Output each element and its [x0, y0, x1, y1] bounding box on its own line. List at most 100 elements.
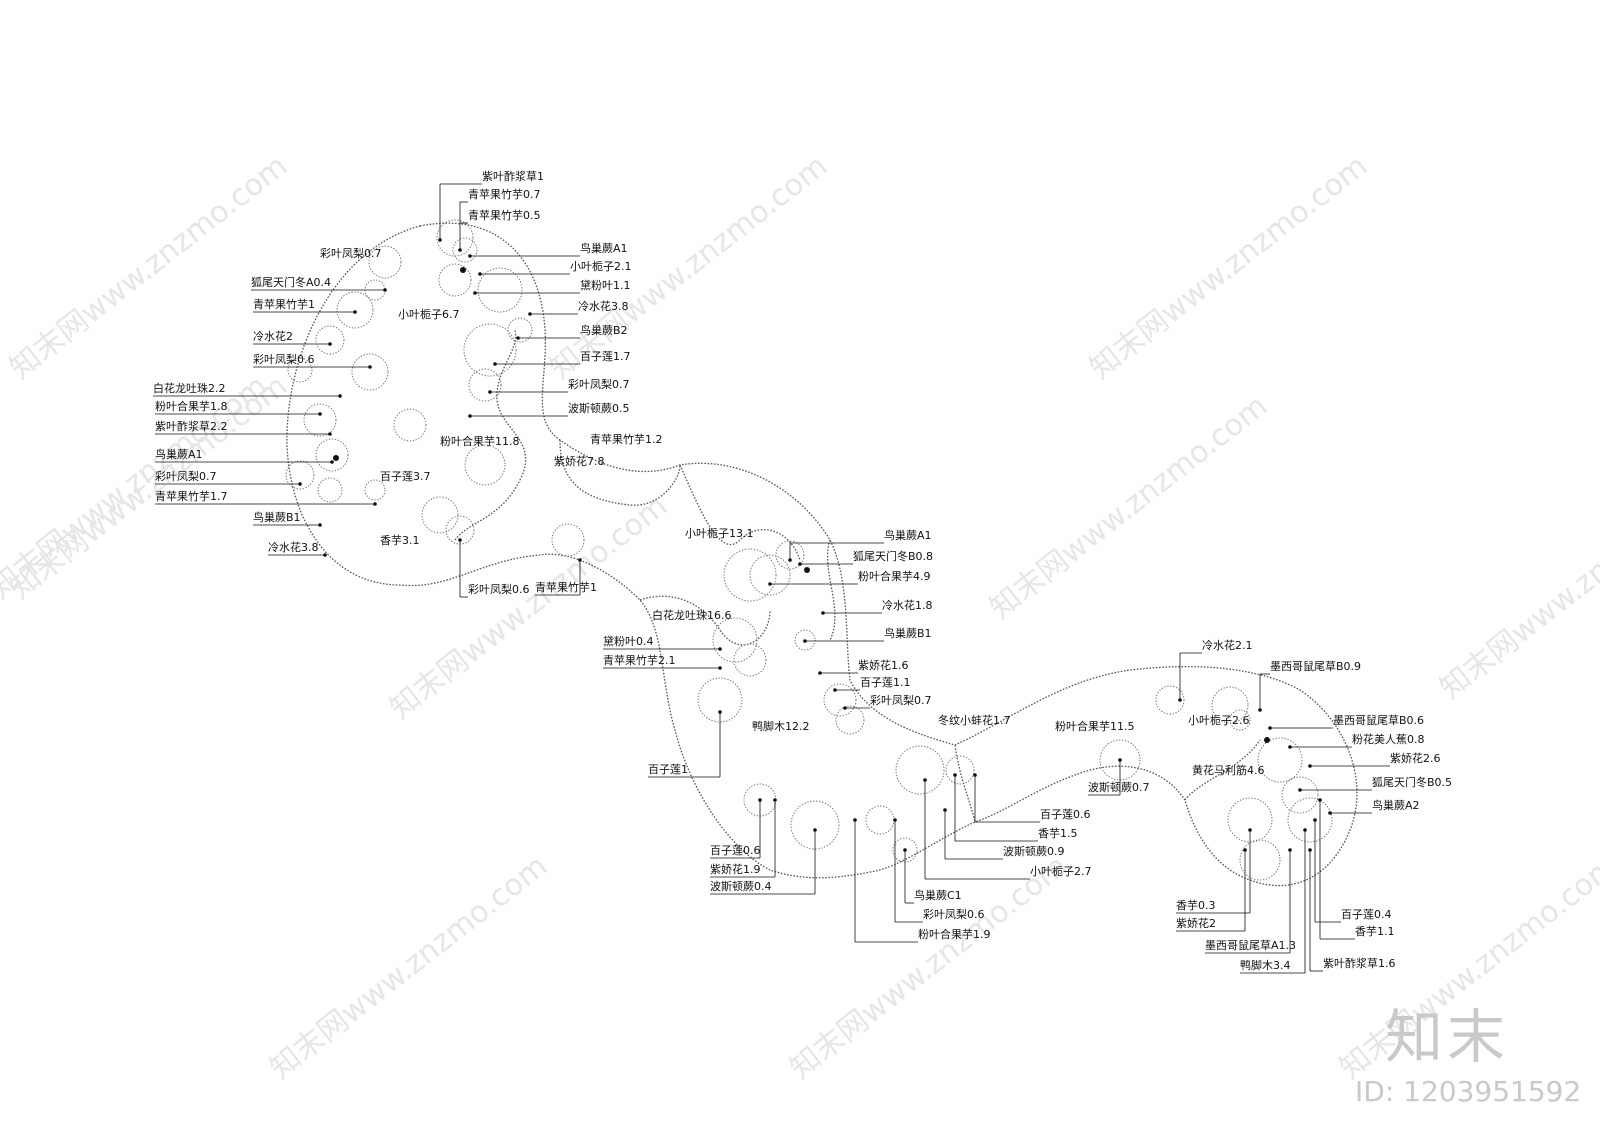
callout-label: 青苹果竹芋0.7 — [468, 187, 541, 201]
region-label: 白花龙吐珠16.6 — [652, 608, 732, 622]
plant-clump — [712, 617, 758, 663]
callout-label: 鸭脚木3.4 — [1240, 958, 1291, 972]
plant-clump — [287, 357, 313, 383]
leader-dot — [973, 773, 977, 777]
callout-label: 鸟巢蕨B2 — [580, 323, 628, 337]
leader-dot — [318, 412, 322, 416]
leader-dot — [333, 455, 339, 461]
callout-label: 墨西哥鼠尾草B0.6 — [1333, 713, 1424, 727]
callout-labels: 紫叶酢浆草1 青苹果竹芋0.7 青苹果竹芋0.5 彩叶凤梨0.7 狐尾天门冬A0… — [153, 169, 1452, 972]
callout-label: 波斯顿蕨0.5 — [568, 401, 630, 415]
plant-clump — [463, 323, 517, 377]
callout-label: 小叶栀子2.7 — [1030, 864, 1092, 878]
leader-dot — [528, 312, 532, 316]
plant-clump — [1257, 737, 1303, 783]
leader-dot — [353, 310, 357, 314]
region-label: 粉叶合果芋11.8 — [440, 434, 520, 448]
region-labels: 小叶栀子6.7 粉叶合果芋11.8 百子莲3.7 香芋3.1 紫娇花7.8 小叶… — [380, 307, 1265, 777]
callout-label: 百子莲1.1 — [860, 676, 911, 689]
callout-label: 彩叶凤梨0.6 — [253, 352, 315, 366]
callout-label: 彩叶凤梨0.7 — [320, 246, 382, 260]
callout-label: 百子莲1 — [648, 763, 688, 776]
plant-clump — [351, 353, 389, 391]
callout-label: 百子莲1.7 — [580, 350, 631, 363]
watermark-text: 知末网www.znzmo.com — [783, 848, 1074, 1086]
leader-dot — [323, 553, 327, 557]
callout-label: 彩叶凤梨0.7 — [870, 693, 932, 707]
plant-clump — [1281, 776, 1319, 814]
callout-label: 彩叶凤梨0.6 — [923, 907, 985, 921]
callout-label: 白花龙吐珠2.2 — [153, 381, 226, 395]
callout-label: 紫叶酢浆草1 — [482, 169, 544, 183]
plant-clump — [723, 548, 777, 602]
plant-clump — [317, 477, 343, 503]
plant-clump — [945, 755, 975, 785]
leader-dot — [788, 558, 792, 562]
callout-label: 香芋0.3 — [1176, 899, 1216, 912]
callout-label: 狐尾天门冬B0.5 — [1372, 775, 1452, 789]
plant-clump — [436, 219, 474, 257]
plant-clump — [823, 683, 857, 717]
leader-dot — [803, 639, 807, 643]
plant-clump — [551, 523, 585, 557]
plant-clump — [421, 496, 459, 534]
callout-label: 鸟巢蕨A2 — [1372, 798, 1420, 812]
callout-label: 鸟巢蕨B1 — [253, 510, 301, 524]
leader-dot — [1118, 758, 1122, 762]
plant-clump — [464, 444, 506, 486]
leader-dot — [1308, 764, 1312, 768]
leader-dot — [718, 710, 722, 714]
leader-dot — [718, 647, 722, 651]
leader-dot — [903, 848, 907, 852]
leader-dot — [821, 611, 825, 615]
watermark-text: 知末网www.znzmo.com — [1083, 148, 1374, 386]
watermark-text: 知末网www.znzmo.com — [1433, 468, 1600, 706]
callout-label: 彩叶凤梨0.7 — [568, 377, 630, 391]
inner-region-lines — [454, 329, 1261, 823]
leader-dot — [473, 291, 477, 295]
leader-dot — [578, 558, 582, 562]
leader-dot — [1318, 798, 1322, 802]
plant-clump — [315, 438, 349, 472]
leader-dot — [458, 538, 462, 542]
leader-dot — [923, 778, 927, 782]
callout-label: 狐尾天门冬B0.8 — [853, 549, 933, 563]
region-label: 粉叶合果芋11.5 — [1055, 719, 1135, 733]
callout-label: 波斯顿蕨0.9 — [1003, 844, 1065, 858]
callout-label: 冷水花3.8 — [578, 300, 629, 313]
callout-label: 香芋1.5 — [1038, 827, 1078, 840]
leader-dot — [383, 288, 387, 292]
leader-dot — [1178, 698, 1182, 702]
leader-dot — [1268, 726, 1272, 730]
plant-clump — [1287, 797, 1333, 843]
callout-label: 粉花美人蕉0.8 — [1352, 733, 1425, 746]
leader-dot — [368, 365, 372, 369]
brand-logo: 知末 — [1385, 1003, 1510, 1071]
leader-dot — [853, 818, 857, 822]
leader-dot — [438, 238, 442, 242]
plant-clump — [285, 460, 315, 490]
callout-label: 香芋1.1 — [1355, 925, 1395, 938]
callout-label: 百子莲0.6 — [1040, 808, 1091, 821]
plant-clump — [507, 317, 533, 343]
planting-bed-outline — [286, 222, 1358, 887]
plant-clump — [393, 408, 427, 442]
callout-label: 青苹果竹芋1 — [253, 297, 315, 311]
plant-clump — [468, 368, 502, 402]
leader-dot — [328, 342, 332, 346]
region-label: 小叶栀子6.7 — [398, 307, 460, 321]
leader-dot — [1298, 788, 1302, 792]
plant-clump — [835, 705, 865, 735]
callout-label: 冷水花3.8 — [268, 541, 319, 554]
leader-dot — [338, 394, 342, 398]
callout-label: 粉叶合果芋1.8 — [155, 399, 228, 413]
plant-clump — [315, 325, 345, 355]
plant-clump — [1229, 709, 1251, 731]
plant-clump — [336, 291, 374, 329]
leader-dot — [1248, 828, 1252, 832]
watermark-text: 知末网www.znzmo.com — [983, 388, 1274, 626]
watermark-text: 知末网www.znzmo.com — [263, 848, 554, 1086]
callout-label: 鸟巢蕨B1 — [884, 626, 932, 640]
leader-dot — [1288, 848, 1292, 852]
